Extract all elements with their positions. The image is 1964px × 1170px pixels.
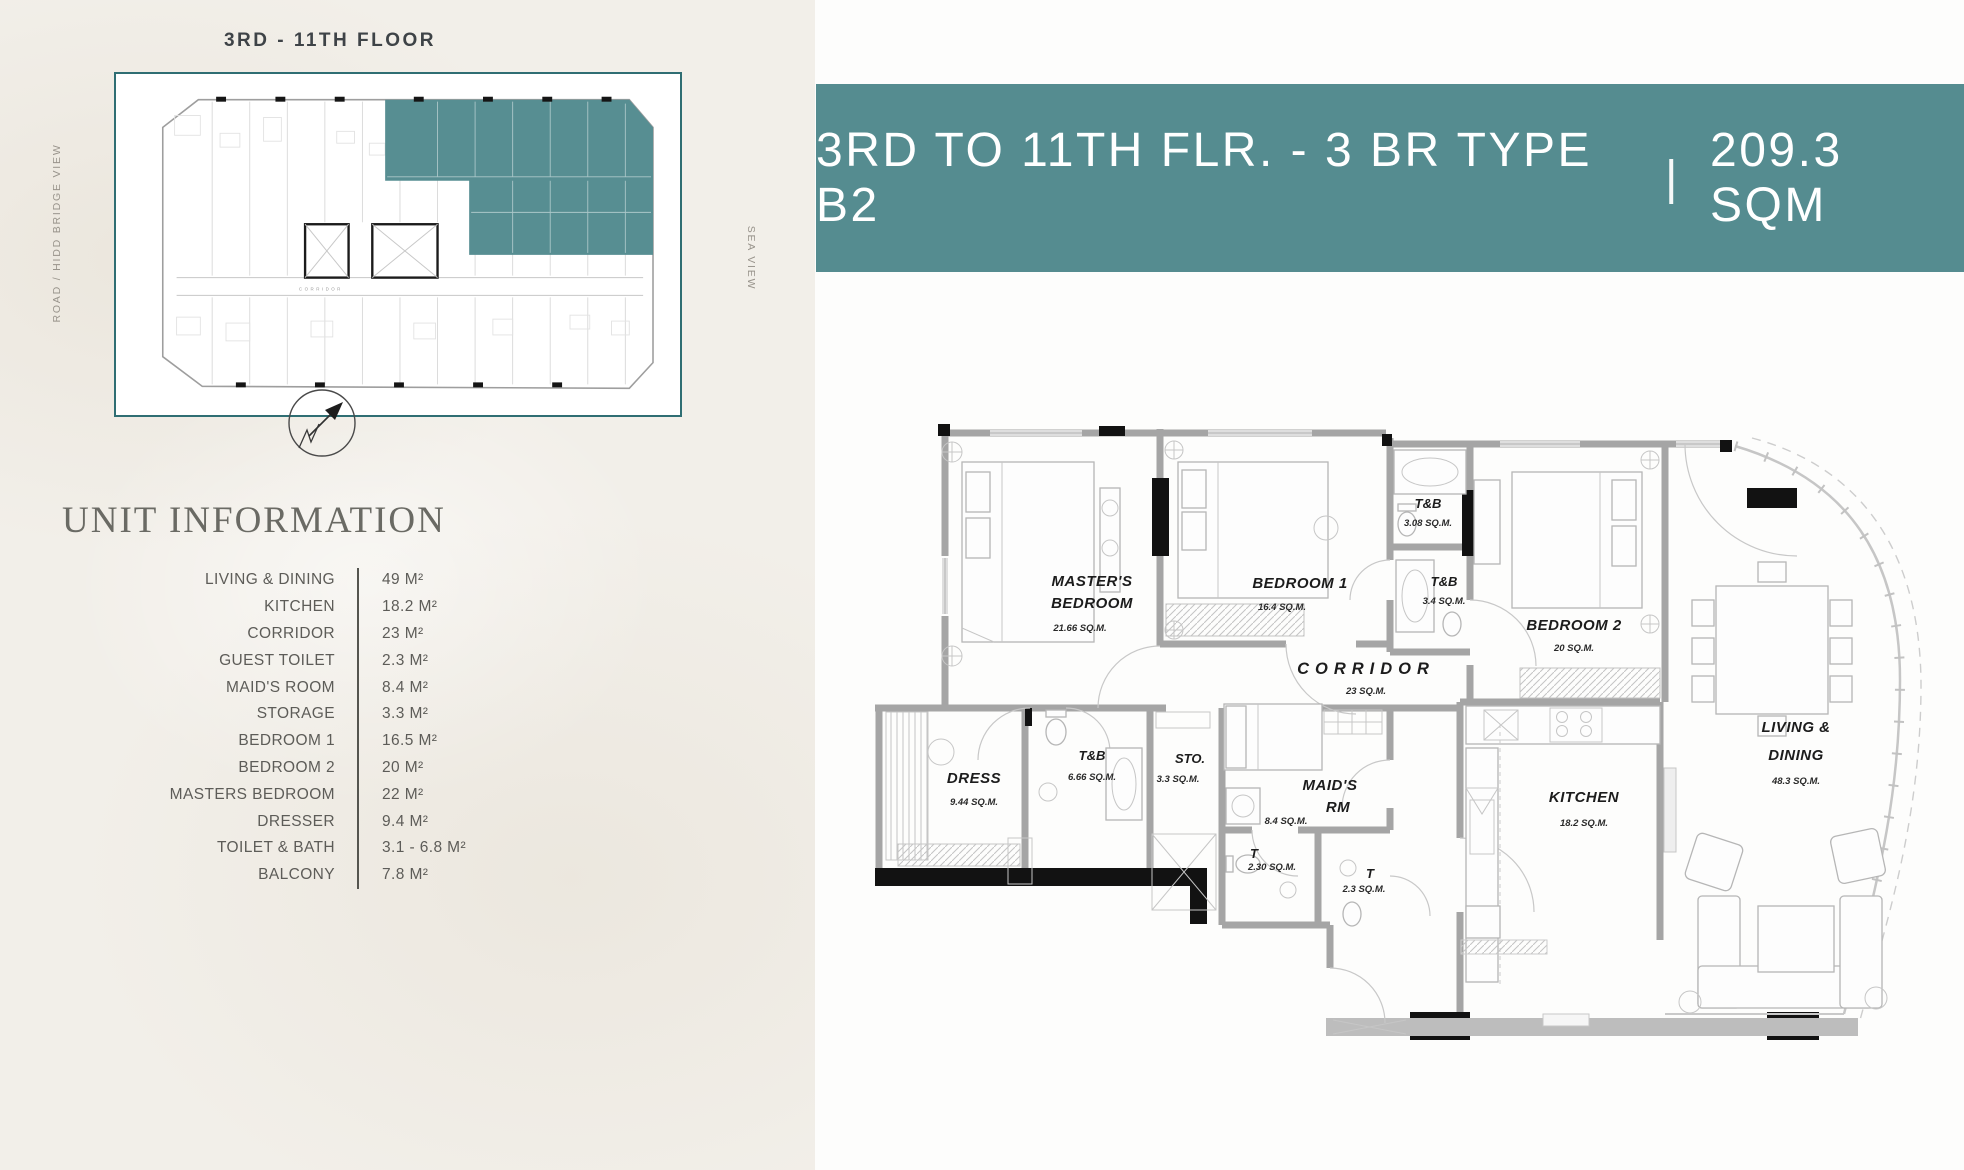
- room-label-tb666: T&B: [1079, 748, 1106, 763]
- room-label-tb34: T&B: [1431, 574, 1458, 589]
- row-label: KITCHEN: [264, 598, 335, 616]
- table-row: BEDROOM 2 20 M²: [0, 755, 520, 782]
- room-label-maid-2: RM: [1326, 799, 1350, 816]
- compass-icon: [288, 389, 356, 457]
- room-label-living-2: DINING: [1768, 747, 1824, 764]
- room-label-sto: STO.: [1175, 751, 1205, 766]
- row-label: STORAGE: [256, 705, 335, 723]
- room-area-living: 48.3 SQ.M.: [1771, 776, 1820, 787]
- keyplan-box: CORRIDOR: [114, 72, 682, 417]
- row-value: 22 M²: [382, 785, 424, 803]
- sea-view-label: SEA VIEW: [745, 225, 757, 291]
- room-area-bedroom1: 16.4 SQ.M.: [1258, 602, 1306, 613]
- table-row: BEDROOM 1 16.5 M²: [0, 728, 520, 755]
- room-area-kitchen: 18.2 SQ.M.: [1560, 818, 1608, 829]
- row-label: BALCONY: [258, 866, 335, 884]
- door-arcs: [977, 443, 1798, 1024]
- table-row: KITCHEN 18.2 M²: [0, 594, 520, 621]
- room-label-bedroom2: BEDROOM 2: [1526, 617, 1622, 634]
- table-row: MAID'S ROOM 8.4 M²: [0, 674, 520, 701]
- room-label-bedroom1: BEDROOM 1: [1252, 575, 1347, 592]
- room-area-t23: 2.3 SQ.M.: [1342, 884, 1386, 895]
- room-area-corridor: 23 SQ.M.: [1345, 686, 1386, 697]
- banner-title: 3RD TO 11TH FLR. - 3 BR TYPE B2: [816, 124, 1592, 232]
- table-row: GUEST TOILET 2.3 M²: [0, 647, 520, 674]
- room-label-master: MASTER'S: [1052, 573, 1133, 590]
- keyplan-highlighted-unit: [385, 99, 654, 255]
- table-row: MASTERS BEDROOM 22 M²: [0, 781, 520, 808]
- room-label-t230: T: [1250, 846, 1259, 861]
- row-value: 9.4 M²: [382, 812, 429, 830]
- row-label: BEDROOM 2: [238, 758, 335, 776]
- table-row: CORRIDOR 23 M²: [0, 621, 520, 648]
- row-value: 18.2 M²: [382, 598, 438, 616]
- row-label: MASTERS BEDROOM: [169, 785, 335, 803]
- room-area-maid: 8.4 SQ.M.: [1265, 816, 1308, 827]
- room-area-master: 21.66 SQ.M.: [1052, 623, 1106, 634]
- room-label-living: LIVING &: [1761, 719, 1830, 736]
- table-row: STORAGE 3.3 M²: [0, 701, 520, 728]
- keyplan-corridor-label: CORRIDOR: [299, 286, 343, 291]
- left-panel: 3RD - 11TH FLOOR: [0, 0, 815, 1170]
- row-label: MAID'S ROOM: [226, 678, 335, 696]
- row-value: 3.3 M²: [382, 705, 429, 723]
- room-area-dress: 9.44 SQ.M.: [950, 797, 998, 808]
- row-label: LIVING & DINING: [204, 571, 335, 589]
- room-area-t230: 2.30 SQ.M.: [1247, 862, 1296, 873]
- room-area-bedroom2: 20 SQ.M.: [1553, 643, 1594, 654]
- row-label: DRESSER: [257, 812, 335, 830]
- room-area-tb666: 6.66 SQ.M.: [1068, 772, 1116, 783]
- row-label: BEDROOM 1: [238, 732, 335, 750]
- keyplan-drawing: CORRIDOR: [161, 96, 654, 390]
- row-label: GUEST TOILET: [219, 651, 335, 669]
- row-value: 3.1 - 6.8 M²: [382, 839, 467, 857]
- unit-info-heading: UNIT INFORMATION: [62, 500, 446, 541]
- room-area-tb34: 3.4 SQ.M.: [1423, 596, 1466, 607]
- plan-furniture: [885, 440, 1888, 1014]
- row-label: TOILET & BATH: [216, 839, 335, 857]
- table-row: TOILET & BATH 3.1 - 6.8 M²: [0, 835, 520, 862]
- table-divider: [357, 568, 359, 889]
- room-area-tb308: 3.08 SQ.M.: [1404, 518, 1452, 529]
- row-value: 2.3 M²: [382, 651, 429, 669]
- room-label-t23: T: [1366, 866, 1375, 881]
- banner-separator: |: [1665, 151, 1681, 205]
- table-row: BALCONY 7.8 M²: [0, 862, 520, 889]
- plan-walls: [875, 429, 1726, 1016]
- floor-plan: MASTER'S BEDROOM 21.66 SQ.M. BEDROOM 1 1…: [875, 424, 1922, 1040]
- keyplan-title: 3RD - 11TH FLOOR: [223, 30, 437, 51]
- type-banner: 3RD TO 11TH FLR. - 3 BR TYPE B2 | 209.3 …: [816, 84, 1964, 272]
- plan-room-labels: MASTER'S BEDROOM 21.66 SQ.M. BEDROOM 1 1…: [947, 496, 1830, 895]
- road-view-label: ROAD / HIDD BRIDGE VIEW: [51, 143, 63, 323]
- row-label: CORRIDOR: [247, 624, 335, 642]
- row-value: 7.8 M²: [382, 866, 429, 884]
- unit-info-table: LIVING & DINING 49 M² KITCHEN 18.2 M² CORR…: [0, 567, 520, 889]
- room-label-kitchen: KITCHEN: [1549, 789, 1620, 806]
- room-label-master-2: BEDROOM: [1051, 595, 1133, 612]
- room-label-corridor: CORRIDOR: [1297, 660, 1435, 678]
- balcony-bottom-wall: [1326, 1018, 1858, 1036]
- row-value: 8.4 M²: [382, 678, 429, 696]
- table-row: LIVING & DINING 49 M²: [0, 567, 520, 594]
- room-label-tb308: T&B: [1415, 496, 1442, 511]
- room-label-maid: MAID'S: [1303, 777, 1358, 794]
- row-value: 16.5 M²: [382, 732, 438, 750]
- banner-area: 209.3 SQM: [1710, 124, 1843, 232]
- table-row: DRESSER 9.4 M²: [0, 808, 520, 835]
- room-area-sto: 3.3 SQ.M.: [1157, 774, 1200, 785]
- room-label-dress: DRESS: [947, 770, 1001, 787]
- row-value: 49 M²: [382, 571, 424, 589]
- row-value: 23 M²: [382, 624, 424, 642]
- row-value: 20 M²: [382, 758, 424, 776]
